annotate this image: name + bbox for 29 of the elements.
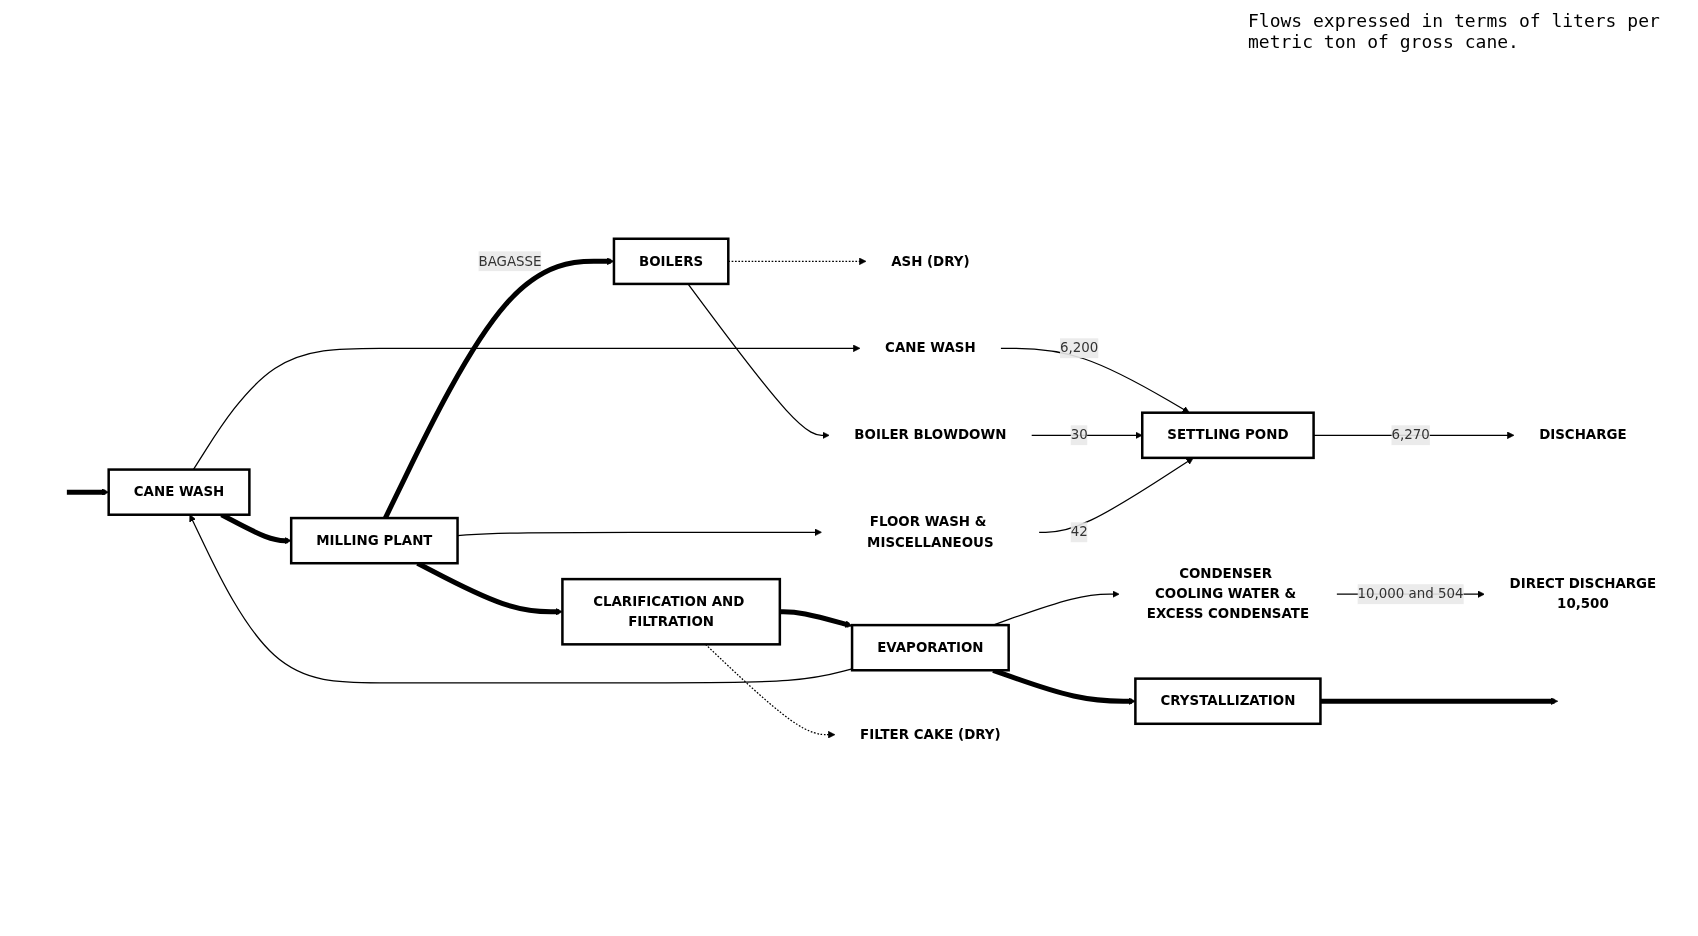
node-text: FLOOR WASH & MISCELLANEOUS bbox=[867, 513, 994, 550]
node-text: FILTER CAKE (DRY) bbox=[860, 726, 1001, 743]
edge-label: 30 bbox=[1070, 426, 1088, 443]
node-box: SETTLING POND bbox=[1141, 411, 1315, 460]
node-box: MILLING PLANT bbox=[289, 516, 459, 565]
node-text: ASH (DRY) bbox=[891, 252, 970, 269]
arrow bbox=[1320, 697, 1559, 705]
note-text: Flows expressed in terms of liters per metric ton of gross cane. bbox=[1248, 10, 1661, 52]
edge-label: BAGASSE bbox=[478, 252, 542, 269]
node-box: EVAPORATION bbox=[850, 623, 1010, 672]
node-text: DISCHARGE bbox=[1539, 426, 1627, 443]
edge-label: 42 bbox=[1070, 523, 1088, 540]
node-text: BOILER BLOWDOWN bbox=[854, 426, 1007, 443]
node-label: 10,500 bbox=[1557, 595, 1609, 612]
arrow bbox=[1030, 431, 1143, 439]
node-text: DIRECT DISCHARGE bbox=[1509, 575, 1657, 592]
edge-label: 10,000 and 504 bbox=[1357, 585, 1464, 602]
arrow bbox=[687, 283, 830, 439]
node-box: CLARIFICATION AND FILTRATION bbox=[561, 577, 782, 646]
arrow bbox=[66, 488, 109, 496]
arrow bbox=[779, 609, 853, 628]
node-text: CANE WASH bbox=[885, 339, 976, 356]
node-box: BOILERS bbox=[612, 237, 730, 286]
arrow bbox=[1038, 457, 1194, 533]
node-box: CRYSTALLIZATION bbox=[1134, 677, 1322, 726]
node-box: CANE WASH bbox=[107, 468, 251, 516]
node-text: CONDENSER COOLING WATER & EXCESS CONDENSATE bbox=[1146, 565, 1310, 622]
edge-label: 6,270 bbox=[1391, 426, 1430, 443]
edge-label: 6,200 bbox=[1059, 339, 1099, 356]
